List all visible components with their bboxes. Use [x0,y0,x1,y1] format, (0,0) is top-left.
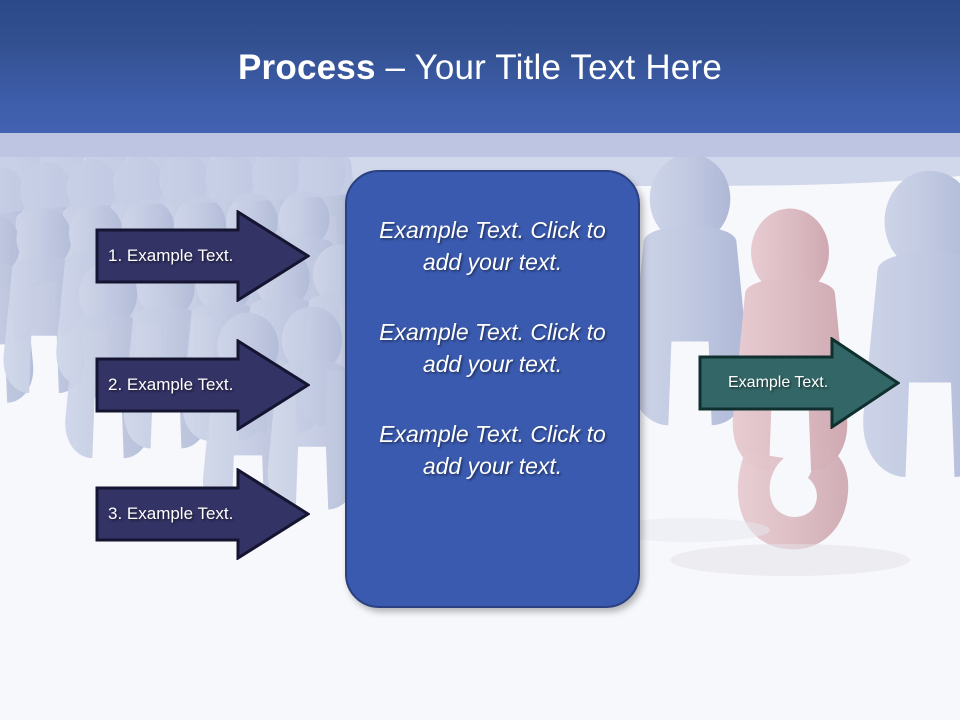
process-step-arrow-3[interactable]: 3. Example Text. [95,468,310,560]
process-step-arrow-1-label: 1. Example Text. [108,246,234,265]
process-step-arrow-2[interactable]: 2. Example Text. [95,339,310,431]
process-step-arrow-3-label: 3. Example Text. [108,504,234,523]
page-title: Process – Your Title Text Here [0,47,960,89]
header-band [0,0,960,133]
process-detail-paragraph-2: Example Text. Click to add your text. [379,319,606,377]
process-outcome-arrow[interactable]: Example Text. [698,337,900,429]
page-title-bold: Process [238,48,376,87]
process-step-arrow-2-label: 2. Example Text. [108,375,234,394]
process-detail-box[interactable]: Example Text. Click to add your text. Ex… [345,170,640,608]
header-accent-band [0,133,960,157]
process-detail-paragraph-3: Example Text. Click to add your text. [379,421,606,479]
process-outcome-arrow-label: Example Text. [728,374,829,391]
process-detail-paragraph-1: Example Text. Click to add your text. [379,217,606,275]
page-title-rest: – Your Title Text Here [375,48,722,87]
process-step-arrow-1[interactable]: 1. Example Text. [95,210,310,302]
